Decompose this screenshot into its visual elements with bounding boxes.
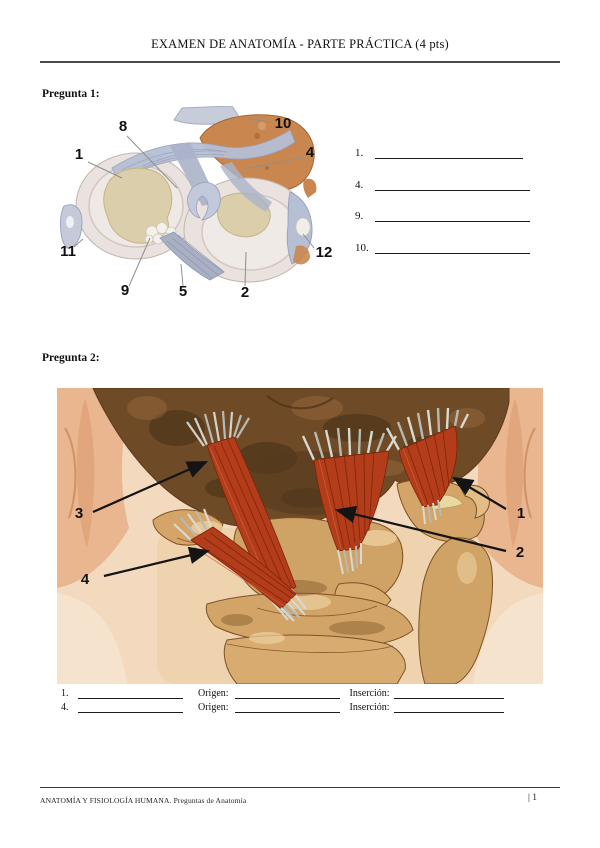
figure2-label-2: 2 (516, 544, 524, 561)
page-number: | 1 (528, 793, 538, 803)
answer-blank-line (375, 209, 530, 222)
figure1-label-8: 8 (119, 118, 127, 135)
answer-blank-line (375, 241, 530, 254)
figure1-label-10: 10 (275, 115, 292, 132)
q1-answer-row: 1. (355, 145, 523, 159)
answer-number: 9. (355, 210, 364, 222)
figure1-label-1: 1 (75, 146, 83, 163)
question2-label: Pregunta 2: (42, 352, 100, 364)
muscle-obliquus-superior (385, 407, 470, 525)
footer-divider (40, 787, 560, 788)
figure1-label-12: 12 (316, 244, 333, 261)
answer-number: 1. (355, 147, 364, 159)
answer-number: 4. (355, 179, 364, 191)
left-edge-ligament (60, 204, 83, 249)
question1-label: Pregunta 1: (42, 88, 100, 100)
right-edge-ligament (286, 178, 317, 265)
muscle-obliquus-inferior (173, 508, 306, 622)
footer-text: ANATOMÍA Y FISIOLOGÍA HUMANA. Preguntas … (40, 796, 247, 805)
knee-joint-figure: 8 10 1 4 11 12 9 5 2 (60, 106, 333, 301)
answer-blank-line (78, 702, 183, 713)
origen-label: Origen: (198, 702, 229, 713)
figure1-label-2: 2 (241, 284, 249, 301)
origen-label: Origen: (198, 688, 229, 699)
answer-blank-line (393, 688, 504, 699)
insercion-label: Inserción: (349, 688, 390, 699)
figure1-label-9: 9 (121, 282, 129, 299)
answer-number: 10. (355, 242, 369, 254)
leader-lines (73, 118, 315, 287)
figure1-label-11: 11 (60, 243, 76, 260)
header-divider (40, 61, 560, 63)
page-title: EXAMEN DE ANATOMÍA - PARTE PRÁCTICA (4 p… (151, 37, 449, 51)
figure2-label-4: 4 (81, 571, 90, 588)
answer-number: 4. (61, 702, 69, 713)
q2-answer-row: 4. Origen: Inserción: (61, 701, 504, 713)
figure2-arrows (92, 460, 507, 578)
insercion-label: Inserción: (349, 702, 390, 713)
answer-blank-line (234, 702, 340, 713)
q1-answer-row: 10. (355, 240, 530, 254)
q1-answer-row: 4. (355, 177, 530, 191)
figure2-label-3: 3 (75, 505, 83, 522)
answer-blank-line (375, 178, 530, 191)
skin-edges (57, 388, 543, 684)
answer-blank-line (78, 688, 183, 699)
answer-blank-line (393, 702, 504, 713)
q1-answer-row: 9. (355, 208, 530, 222)
figure1-label-5: 5 (179, 283, 187, 300)
muscle-rectus-minor (301, 427, 398, 575)
answer-number: 1. (61, 688, 69, 699)
answer-blank-line (375, 146, 523, 159)
figure2-label-1: 1 (517, 505, 525, 522)
ligament-fan (159, 231, 225, 281)
figure1-label-4: 4 (306, 144, 315, 161)
white-lumpy-structure (144, 222, 177, 245)
answer-blank-line (234, 688, 340, 699)
q2-answer-row: 1. Origen: Inserción: (61, 687, 504, 699)
neck-muscles-figure: 3 4 1 2 (57, 388, 543, 684)
cruciate-ligaments (170, 142, 272, 221)
